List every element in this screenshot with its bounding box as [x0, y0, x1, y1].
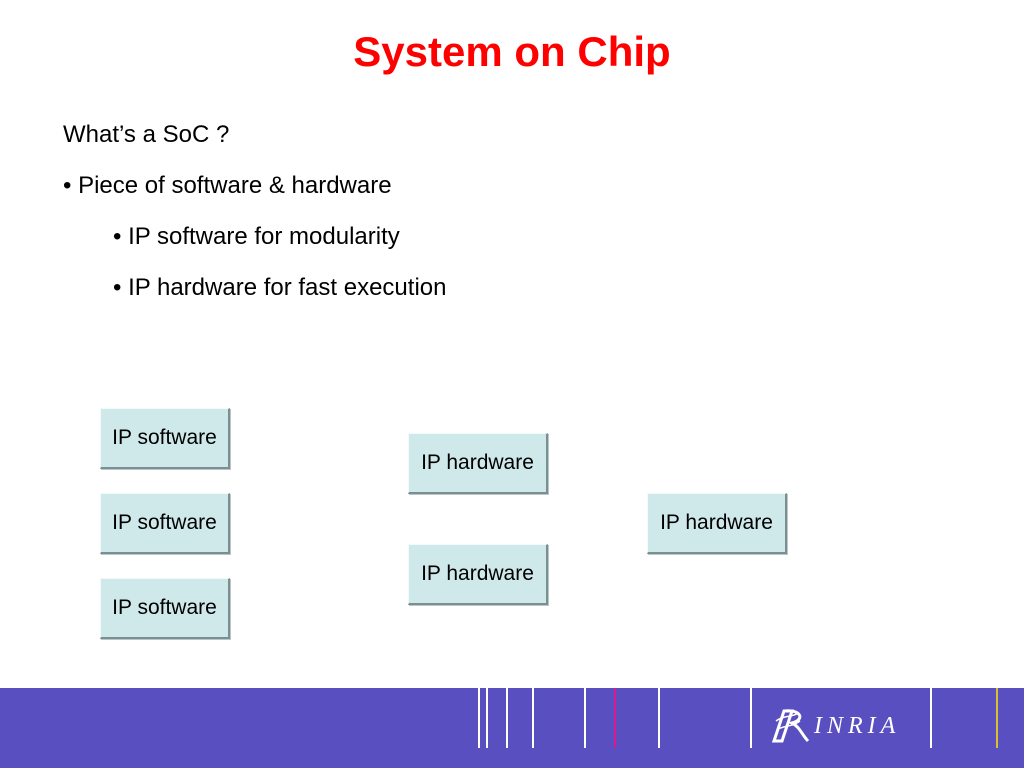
- footer-divider: [750, 688, 752, 748]
- footer-divider: [506, 688, 508, 748]
- footer-divider: [486, 688, 488, 748]
- bullet-ip-hardware: • IP hardware for fast execution: [113, 274, 447, 301]
- footer-divider: [584, 688, 586, 748]
- footer-divider: [930, 688, 932, 748]
- bullet-software-hardware: • Piece of software & hardware: [63, 172, 392, 199]
- ip-hardware-box-2: IP hardware: [408, 544, 548, 605]
- footer-divider: [658, 688, 660, 748]
- footer-bar: INRIA: [0, 688, 1024, 768]
- inria-logo-mark-icon: [771, 709, 810, 743]
- ip-hardware-box-3: IP hardware: [647, 493, 787, 554]
- ip-software-box-2: IP software: [100, 493, 230, 554]
- inria-logo: INRIA: [770, 707, 920, 743]
- ip-software-box-1: IP software: [100, 408, 230, 469]
- slide-title: System on Chip: [353, 28, 671, 75]
- footer-divider-magenta: [614, 688, 616, 748]
- footer-divider-gold: [996, 688, 998, 748]
- ip-hardware-box-1: IP hardware: [408, 433, 548, 494]
- bullet-ip-software: • IP software for modularity: [113, 223, 400, 250]
- footer-divider: [478, 688, 480, 748]
- footer-divider: [532, 688, 534, 748]
- intro-question: What’s a SoC ?: [63, 121, 230, 148]
- ip-software-box-3: IP software: [100, 578, 230, 639]
- inria-logo-text: INRIA: [814, 713, 901, 739]
